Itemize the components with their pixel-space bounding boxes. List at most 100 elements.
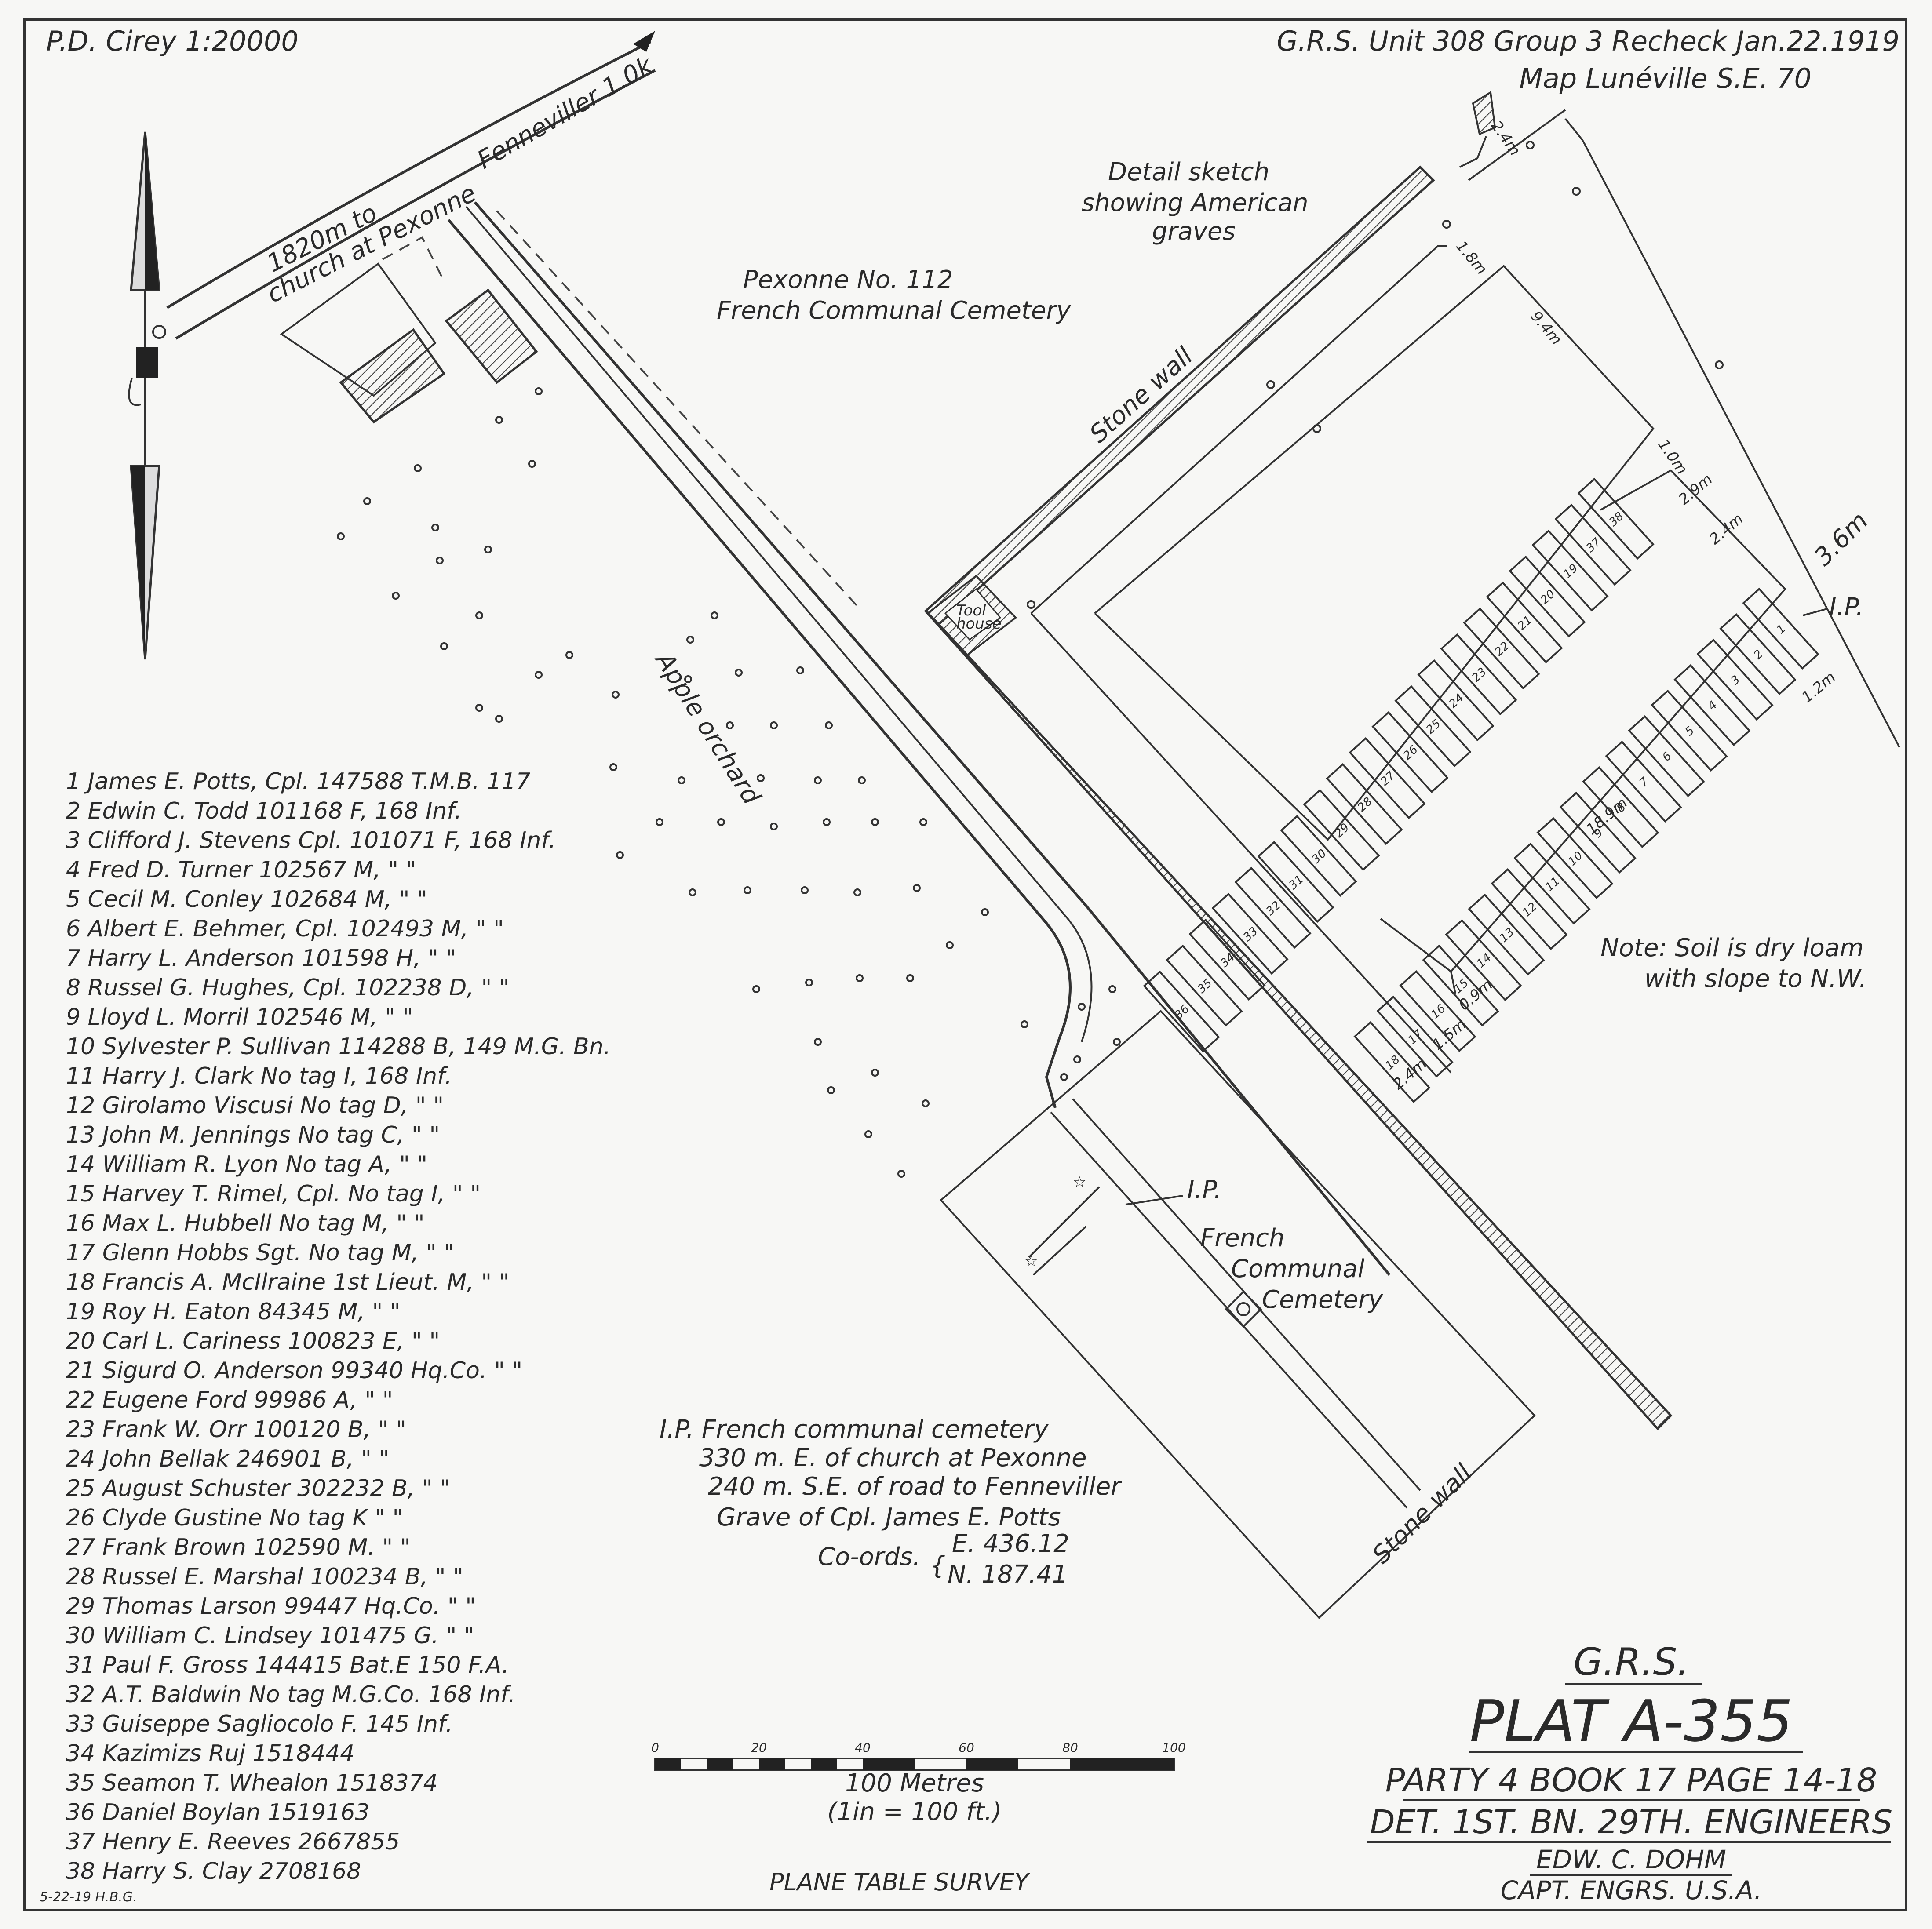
scale-tick-label: 80 bbox=[1062, 1740, 1078, 1755]
detail-sketch-3: graves bbox=[1152, 217, 1236, 246]
dim-18-9m: 18.9m bbox=[1583, 794, 1631, 838]
north-arrow-icon bbox=[128, 131, 166, 660]
scale-bar: 0 20 40 60 80 100 bbox=[651, 1740, 1186, 1771]
roster-entry: 30 William C. Lindsey 101475 G. " " bbox=[66, 1623, 474, 1649]
roster-entry: 29 Thomas Larson 99447 Hq.Co. " " bbox=[66, 1593, 476, 1620]
svg-text:☆: ☆ bbox=[1073, 1173, 1086, 1191]
cemetery-title-2: French Communal Cemetery bbox=[717, 296, 1071, 325]
roster-entry: 17 Glenn Hobbs Sgt. No tag M, " " bbox=[66, 1240, 454, 1266]
roster-entry: 3 Clifford J. Stevens Cpl. 101071 F, 168… bbox=[66, 827, 556, 854]
dim-2-4m-gate: 2.4m bbox=[1487, 117, 1524, 159]
roster-entry: 25 August Schuster 302232 B, " " bbox=[66, 1475, 450, 1502]
sheet-reference: P.D. Cirey 1:20000 bbox=[46, 25, 299, 57]
roster-entry: 11 Harry J. Clark No tag I, 168 Inf. bbox=[66, 1063, 452, 1089]
grave-number: 1 bbox=[1774, 622, 1788, 637]
dim-1-2m: 1.2m bbox=[1798, 668, 1839, 706]
coords-label: Co-ords. bbox=[818, 1543, 920, 1571]
title-party: PARTY 4 BOOK 17 PAGE 14-18 bbox=[1385, 1762, 1877, 1799]
roster-entry: 19 Roy H. Eaton 84345 M, " " bbox=[66, 1299, 401, 1325]
roster-entry: 9 Lloyd L. Morril 102546 M, " " bbox=[66, 1004, 413, 1030]
roster-entry: 4 Fred D. Turner 102567 M, " " bbox=[66, 857, 416, 883]
roster-entry: 1 James E. Potts, Cpl. 147588 T.M.B. 117 bbox=[66, 768, 530, 795]
grave-number: 6 bbox=[1660, 750, 1674, 764]
roster-entry: 35 Seamon T. Whealon 1518374 bbox=[66, 1770, 438, 1796]
road-label-fenneviller: Fenneviller 1.0k bbox=[473, 51, 659, 175]
dim-2-9m: 2.9m bbox=[1675, 470, 1716, 509]
roster-entry: 13 John M. Jennings No tag C, " " bbox=[66, 1122, 440, 1148]
title-plat: PLAT A-355 bbox=[1470, 1688, 1793, 1754]
roster-entry: 38 Harry S. Clay 2708168 bbox=[66, 1858, 361, 1885]
roster-entry: 33 Guiseppe Sagliocolo F. 145 Inf. bbox=[66, 1711, 453, 1737]
american-graves-detail: Tool house 38371920212223242526272829303… bbox=[924, 91, 1900, 1430]
scale-tick-label: 20 bbox=[751, 1740, 767, 1755]
roster-entry: 23 Frank W. Orr 100120 B, " " bbox=[66, 1416, 406, 1443]
scale-tick-label: 60 bbox=[959, 1740, 974, 1755]
apple-orchard-label: Apple orchard bbox=[649, 646, 766, 809]
drafter-mark: 5-22-19 H.B.G. bbox=[40, 1889, 137, 1905]
french-cemetery-label-3: Cemetery bbox=[1262, 1285, 1383, 1314]
french-cemetery-label-1: French bbox=[1200, 1224, 1284, 1252]
tool-house-label-1: Tool bbox=[956, 602, 986, 619]
roster-entry: 12 Girolamo Viscusi No tag D, " " bbox=[66, 1092, 444, 1119]
roster-entry: 36 Daniel Boylan 1519163 bbox=[66, 1799, 370, 1826]
dim-9-4m: 9.4m bbox=[1527, 308, 1565, 349]
roster-entry: 22 Eugene Ford 99986 A, " " bbox=[66, 1387, 393, 1413]
roster-entry: 32 A.T. Baldwin No tag M.G.Co. 168 Inf. bbox=[66, 1682, 515, 1708]
roster-list: 1 James E. Potts, Cpl. 147588 T.M.B. 117… bbox=[66, 768, 611, 1885]
dim-1-8m: 1.8m bbox=[1452, 237, 1491, 278]
roster-entry: 2 Edwin C. Todd 101168 F, 168 Inf. bbox=[66, 798, 462, 824]
apple-orchard bbox=[337, 387, 1121, 1178]
ip-marker-bottom: I.P. bbox=[1187, 1176, 1221, 1204]
ip-marker-top: I.P. bbox=[1829, 593, 1863, 622]
roster-entry: 5 Cecil M. Conley 102684 M, " " bbox=[66, 886, 427, 913]
note-line-2: with slope to N.W. bbox=[1644, 964, 1867, 993]
roster-entry: 34 Kazimizs Ruj 1518444 bbox=[66, 1740, 354, 1767]
svg-text:☆: ☆ bbox=[1024, 1252, 1038, 1270]
dim-1-0m: 1.0m bbox=[1655, 436, 1691, 477]
roadside-buildings bbox=[280, 236, 538, 424]
detail-sketch-1: Detail sketch bbox=[1108, 158, 1269, 186]
grave-number: 7 bbox=[1637, 775, 1651, 790]
coords-north: N. 187.41 bbox=[948, 1560, 1068, 1589]
french-cemetery-label-2: Communal bbox=[1231, 1255, 1365, 1283]
title-agency: G.R.S. bbox=[1574, 1640, 1689, 1684]
roster-entry: 8 Russel G. Hughes, Cpl. 102238 D, " " bbox=[66, 975, 510, 1001]
grave-plot: 5 bbox=[1651, 689, 1728, 772]
ip-description-3: 240 m. S.E. of road to Fenneviller bbox=[708, 1472, 1122, 1501]
grave-number: 5 bbox=[1683, 724, 1697, 739]
roster-entry: 28 Russel E. Marshal 100234 B, " " bbox=[66, 1564, 463, 1590]
map-reference: Map Lunéville S.E. 70 bbox=[1519, 62, 1812, 95]
roster-entry: 16 Max L. Hubbell No tag M, " " bbox=[66, 1210, 425, 1237]
roster-entry: 31 Paul F. Gross 144415 Bat.E 150 F.A. bbox=[66, 1652, 509, 1678]
coords-east: E. 436.12 bbox=[952, 1529, 1069, 1558]
title-officer: EDW. C. DOHM bbox=[1536, 1845, 1726, 1874]
ip-description-1: I.P. French communal cemetery bbox=[660, 1415, 1049, 1444]
grave-number: 2 bbox=[1751, 648, 1765, 662]
cemetery-title-1: Pexonne No. 112 bbox=[743, 266, 953, 294]
scale-tick-label: 40 bbox=[855, 1740, 871, 1755]
roster-entry: 18 Francis A. McIlraine 1st Lieut. M, " … bbox=[66, 1269, 510, 1296]
stone-wall-label-bottom: Stone wall bbox=[1367, 1459, 1478, 1569]
roster-entry: 24 John Bellak 246901 B, " " bbox=[66, 1446, 390, 1472]
roster-entry: 21 Sigurd O. Anderson 99340 Hq.Co. " " bbox=[66, 1358, 522, 1384]
scale-tick-label: 0 bbox=[651, 1740, 659, 1755]
note-line-1: Note: Soil is dry loam bbox=[1600, 934, 1864, 962]
french-communal-cemetery: ☆ ☆ bbox=[940, 1010, 1536, 1619]
coords-brace: { bbox=[930, 1551, 946, 1580]
detail-sketch-2: showing American bbox=[1082, 189, 1309, 217]
title-detachment: DET. 1ST. BN. 29TH. ENGINEERS bbox=[1370, 1803, 1892, 1841]
roster-entry: 7 Harry L. Anderson 101598 H, " " bbox=[66, 945, 456, 972]
roster-entry: 20 Carl L. Cariness 100823 E, " " bbox=[66, 1328, 440, 1354]
grave-number: 3 bbox=[1728, 673, 1742, 688]
sheet-border bbox=[23, 18, 1907, 1911]
roster-entry: 27 Frank Brown 102590 M. " " bbox=[66, 1534, 411, 1561]
road-pexonne-fenneviller bbox=[166, 31, 656, 340]
roster-entry: 26 Clyde Gustine No tag K " " bbox=[66, 1505, 403, 1531]
roster-entry: 14 William R. Lyon No tag A, " " bbox=[66, 1151, 427, 1178]
scale-caption: 100 Metres bbox=[845, 1769, 984, 1798]
scale-tick-label: 100 bbox=[1162, 1740, 1185, 1755]
roster-entry: 10 Sylvester P. Sullivan 114288 B, 149 M… bbox=[66, 1034, 611, 1060]
